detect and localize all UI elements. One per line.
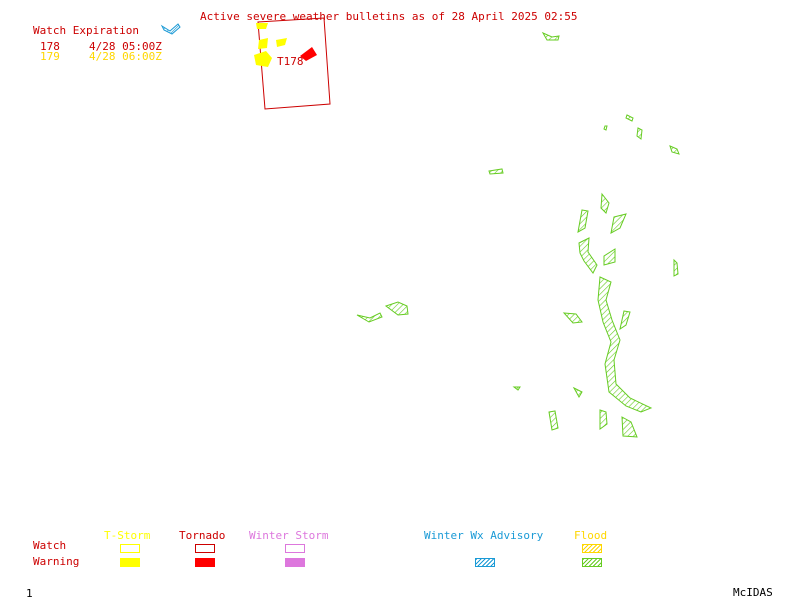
flood-warning-polygon — [610, 213, 627, 234]
legend-tstorm-warning-box — [120, 558, 140, 567]
flood-warning-polygon — [572, 386, 583, 398]
flood-warning-polygon — [597, 276, 653, 413]
flood-warning-polygon — [625, 114, 634, 122]
tornado-watch-box[interactable] — [257, 17, 331, 110]
legend-flood-label: Flood — [574, 529, 608, 542]
flood-warning-polygon — [562, 312, 583, 324]
legend-flood-watch-box — [582, 544, 602, 553]
bulletin-title: Active severe weather bulletins as of 28… — [200, 10, 578, 23]
legend-winter-storm-warning-box — [285, 558, 305, 567]
flood-warning-polygon — [577, 209, 589, 233]
flood-warnings[interactable] — [356, 31, 680, 438]
tornado-warning-polygon[interactable] — [300, 47, 317, 61]
watch-id-179: 179 — [40, 50, 60, 63]
tstorm-warning-polygon — [258, 38, 268, 49]
legend-warning-label: Warning — [33, 555, 80, 568]
legend-flood-warning-box — [582, 558, 602, 567]
winter-wx-advisory-polygon[interactable] — [160, 23, 181, 35]
legend-winter-wx-label: Winter Wx Advisory — [424, 529, 544, 542]
tstorm-warnings[interactable] — [254, 23, 287, 67]
tstorm-warning-polygon — [254, 51, 272, 67]
flood-warning-polygon — [619, 310, 631, 331]
legend-tornado-label: Tornado — [179, 529, 226, 542]
legend-tstorm-watch-box — [120, 544, 140, 553]
mcidas-brand: McIDAS — [733, 586, 773, 599]
flood-warning-polygon — [356, 312, 383, 323]
legend-tornado-watch-box — [195, 544, 215, 553]
flood-warning-polygon — [599, 409, 608, 430]
flood-warning-polygon — [669, 145, 680, 155]
tstorm-warning-polygon — [276, 38, 287, 47]
flood-warning-polygon — [636, 127, 643, 140]
watch-time-178: 4/28 05:00Z — [89, 40, 162, 53]
flood-warning-polygon — [621, 416, 638, 438]
legend-winter-wx-warning-box — [475, 558, 495, 567]
watch-label-t178[interactable]: T178 — [277, 55, 304, 68]
watch-expiration-heading: Watch Expiration — [33, 24, 139, 37]
flood-warning-polygon — [384, 301, 409, 316]
flood-warning-polygon — [512, 386, 521, 391]
flood-warning-polygon — [578, 237, 598, 274]
legend-winter-storm-label: Winter Storm — [249, 529, 329, 542]
legend-tornado-warning-box — [195, 558, 215, 567]
flood-warning-polygon — [541, 31, 560, 41]
flood-warning-polygon — [603, 248, 616, 266]
flood-warning-polygon — [673, 258, 679, 277]
tstorm-warning-polygon — [256, 23, 268, 29]
legend-winter-storm-watch-box — [285, 544, 305, 553]
flood-warning-polygon — [603, 125, 608, 131]
legend-tstorm-label: T-Storm — [104, 529, 151, 542]
legend-watch-label: Watch — [33, 539, 67, 552]
flood-warning-polygon — [548, 410, 559, 431]
watch-id-178: 178 — [40, 40, 60, 53]
frame-number: 1 — [26, 587, 33, 600]
flood-warning-polygon — [488, 168, 504, 175]
watch-time-179: 4/28 06:00Z — [89, 50, 162, 63]
flood-warning-polygon — [600, 192, 610, 214]
